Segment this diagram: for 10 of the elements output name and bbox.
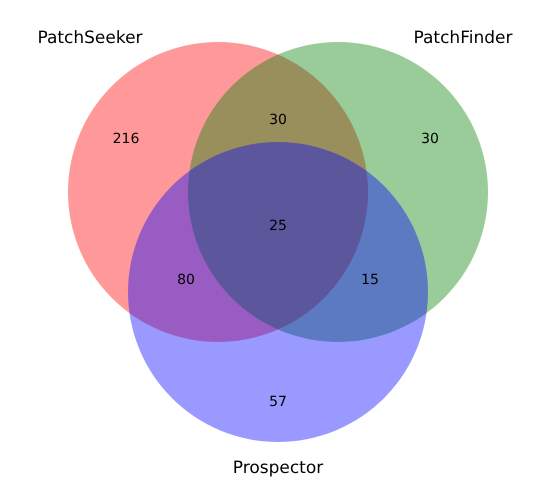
- region-count: 57: [269, 394, 287, 410]
- set-label: PatchSeeker: [37, 28, 143, 48]
- set-label: Prospector: [232, 458, 324, 478]
- set-label: PatchFinder: [414, 28, 512, 48]
- region-count: 80: [177, 272, 195, 288]
- region-count: 15: [361, 272, 379, 288]
- region-count: 30: [269, 112, 287, 128]
- region-count: 216: [112, 131, 140, 147]
- region-count: 25: [269, 218, 287, 234]
- region-count: 30: [421, 131, 439, 147]
